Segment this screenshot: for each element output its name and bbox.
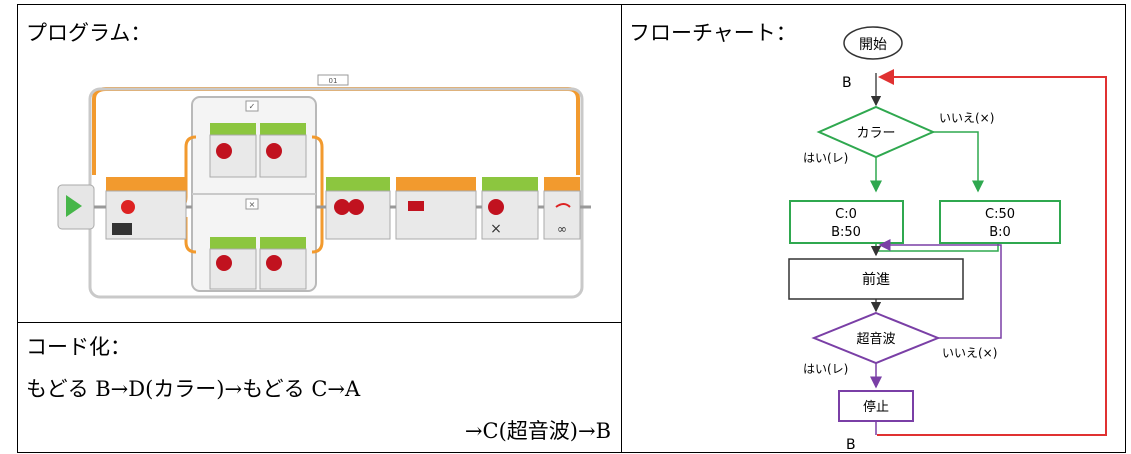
box-c50-b0 — [939, 200, 1061, 244]
row-divider — [18, 322, 621, 323]
box-left-line-2: B:50 — [831, 225, 861, 240]
flowchart: 開始 B カラー いいえ(×) はい(レ) C:0 B:50 C:50 B:0 … — [788, 26, 1107, 453]
color-sensor-switch-block — [105, 177, 187, 240]
svg-text:×: × — [490, 221, 502, 237]
svg-text:×: × — [249, 200, 256, 209]
loop-return-arrow — [877, 69, 1107, 436]
motor-stop-block: × — [481, 177, 539, 240]
start-terminal — [843, 26, 903, 60]
label-b-bottom: B — [846, 437, 856, 453]
code-line-1: もどる B→D(カラー)→もどる C→A — [26, 377, 361, 401]
svg-text:✓: ✓ — [249, 102, 256, 111]
color-sensor-icon — [121, 200, 135, 214]
flowchart-section-title: フローチャート： — [629, 21, 797, 45]
forward-process — [788, 258, 964, 300]
stop-text: 停止 — [863, 399, 889, 415]
label-b-top: B — [842, 75, 852, 91]
ultrasonic-yes-label: はい(レ) — [803, 362, 848, 376]
svg-text:∞: ∞ — [557, 222, 567, 236]
column-divider — [621, 5, 622, 452]
ultrasonic-wait-block — [395, 177, 477, 240]
motor-blocks-true-case — [209, 123, 307, 178]
box-c0-b50 — [789, 200, 904, 244]
move-tank-block — [325, 177, 391, 240]
color-no-label: いいえ(×) — [939, 111, 994, 125]
color-yes-label: はい(レ) — [803, 151, 848, 165]
program-section-title: プログラム： — [26, 21, 152, 45]
color-decision-text: カラー — [856, 126, 895, 141]
code-section-title: コード化： — [26, 335, 131, 359]
play-icon — [66, 195, 82, 217]
code-line-2: →C(超音波)→B — [464, 419, 611, 443]
motor-blocks-false-case — [209, 237, 307, 290]
worksheet-table: プログラム： コード化： もどる B→D(カラー)→もどる C→A →C(超音波… — [17, 4, 1126, 453]
box-right-line-2: B:0 — [989, 225, 1011, 240]
stop-process — [838, 390, 914, 422]
forward-text: 前進 — [862, 271, 890, 288]
box-right-line-1: C:50 — [985, 207, 1015, 222]
loop-end-block: ∞ — [543, 177, 581, 240]
ultrasonic-decision-text: 超音波 — [856, 331, 895, 347]
loop-label: 01 — [329, 77, 338, 85]
ultrasonic-no-label: いいえ(×) — [942, 346, 997, 360]
ev3-program-image: 01 ✓ × — [57, 74, 591, 299]
box-left-line-1: C:0 — [835, 207, 857, 222]
ultrasonic-no-arrow — [878, 239, 1002, 339]
start-text: 開始 — [859, 37, 887, 53]
